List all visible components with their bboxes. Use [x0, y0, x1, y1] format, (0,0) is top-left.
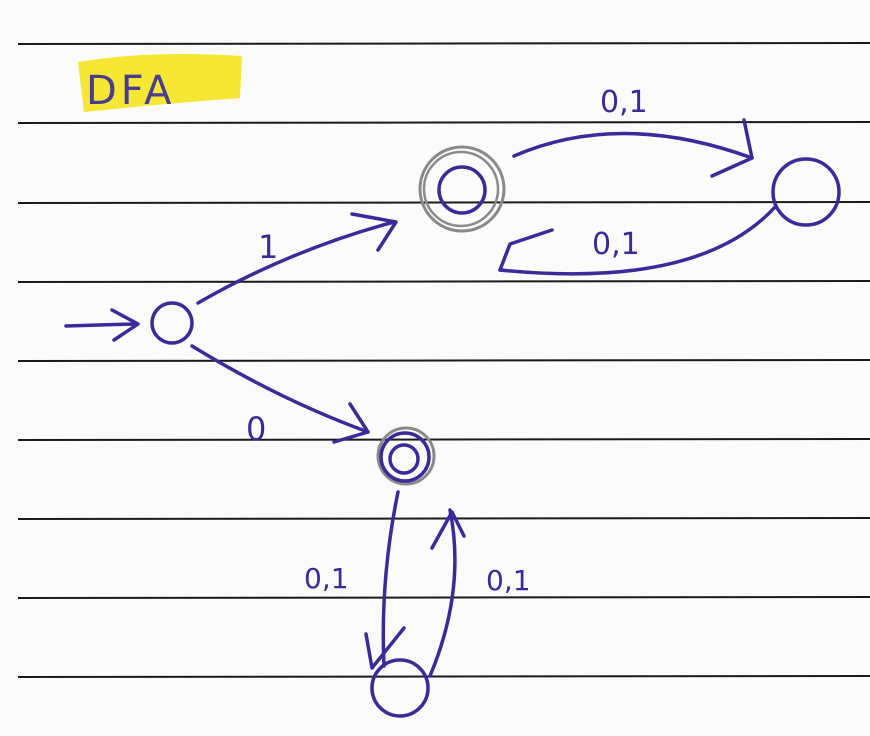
- edge-qmid-to-qbottom: [364, 490, 406, 670]
- ruled-lines: [17, 42, 870, 678]
- page-title: DFA: [86, 68, 176, 114]
- edge-qtop-to-qright: [512, 118, 754, 178]
- state-q-right: [771, 157, 841, 227]
- state-start: [150, 301, 194, 345]
- edge-qbottom-to-qmid: [428, 508, 466, 678]
- state-q-top: [418, 145, 506, 233]
- label-start-to-qtop: 1: [258, 228, 278, 266]
- label-qmid-to-qbottom: 0,1: [304, 562, 349, 595]
- label-qright-to-qtop: 0,1: [592, 227, 640, 262]
- label-qtop-to-qright: 0,1: [600, 85, 648, 120]
- initial-arrow: [64, 308, 140, 342]
- label-qbottom-to-qmid: 0,1: [486, 564, 531, 597]
- edge-start-to-qmid: [190, 344, 370, 444]
- edge-qright-to-qtop: [498, 204, 778, 276]
- label-start-to-qmid: 0: [246, 410, 266, 448]
- edge-labels: 1 0 0,1 0,1 0,1 0,1: [246, 85, 648, 597]
- edge-start-to-qtop: [196, 212, 398, 305]
- title-highlight: [78, 54, 242, 112]
- state-q-bottom: [370, 658, 430, 718]
- state-q-mid: [376, 426, 436, 486]
